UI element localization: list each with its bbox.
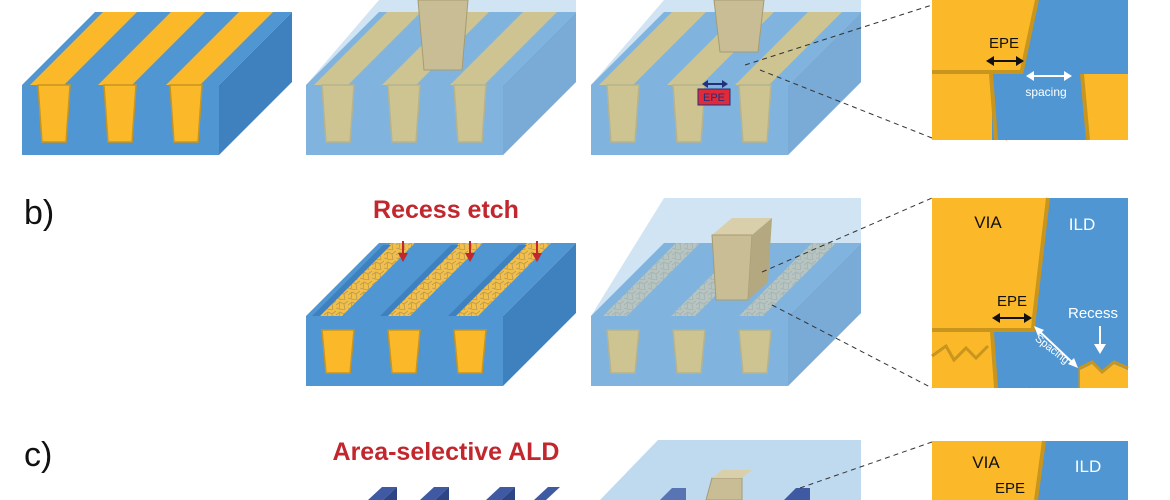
stack-a2-with-via: [306, 0, 576, 155]
zoom-c-via-label: VIA: [972, 453, 1000, 472]
stack-a3-epe-label: EPE: [703, 92, 725, 104]
stack-c1-area-selective-ald: [368, 487, 560, 500]
zoom-b-recess-label: Recess: [1068, 305, 1118, 322]
zoom-c: VIA ILD EPE: [932, 440, 1128, 500]
stack-c2-with-via: [600, 440, 861, 500]
zoom-a: EPE spacing: [932, 0, 1128, 141]
stack-a3-epe-tag: [697, 88, 731, 106]
zoom-b-via-label: VIA: [974, 213, 1002, 232]
zoom-c-epe-label: EPE: [995, 480, 1025, 497]
stack-b2-with-via: [591, 198, 861, 386]
stack-a1-metal-lines: [22, 12, 292, 155]
stack-b1-recess-etch: [306, 241, 576, 386]
stack-a3-misaligned-via: EPE: [591, 0, 861, 155]
panel-label-b: b): [24, 194, 54, 232]
zoom-b: VIA ILD EPE Recess Spacing: [931, 197, 1129, 389]
zoom-b-epe-label: EPE: [997, 293, 1027, 310]
title-recess-etch: Recess etch: [373, 196, 519, 224]
title-area-selective-ald: Area-selective ALD: [333, 438, 560, 466]
panel-label-c: c): [24, 436, 52, 474]
zoom-a-spacing-label: spacing: [1025, 85, 1066, 99]
zoom-b-ild-label: ILD: [1069, 215, 1095, 234]
zoom-a-epe-label: EPE: [989, 35, 1019, 52]
zoom-c-ild-label: ILD: [1075, 457, 1101, 476]
